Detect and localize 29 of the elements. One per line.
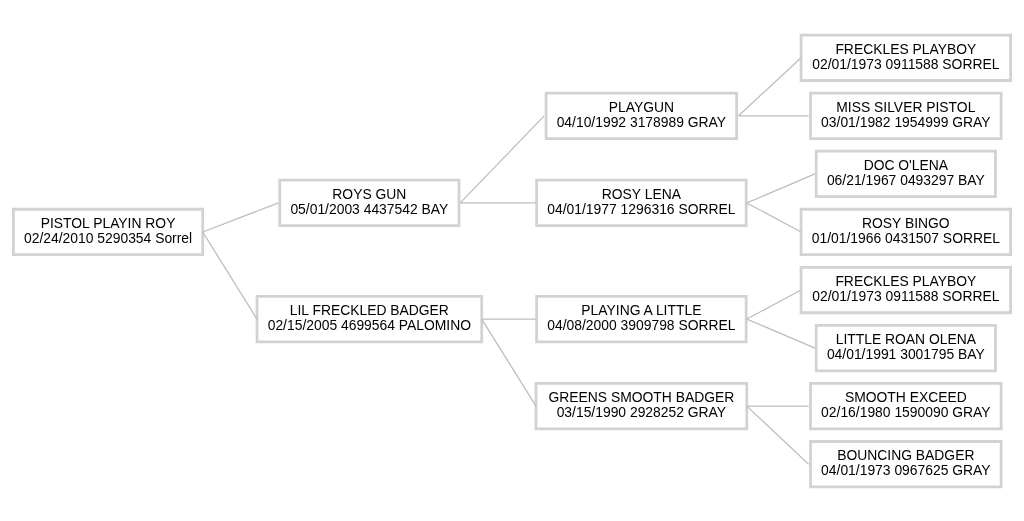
connector [737, 56, 802, 116]
node-box: MISS SILVER PISTOL 03/01/1982 1954999 GRAY [809, 91, 1003, 140]
node-box: BOUNCING BADGER 04/01/1973 0967625 GRAY [809, 439, 1003, 488]
node-box: GREENS SMOOTH BADGER 03/15/1990 2928252 GRAY [534, 381, 749, 430]
node-box: LIL FRECKLED BADGER 02/15/2005 4699564 PALOMINO [255, 294, 484, 343]
node-box: DOC O'LENA 06/21/1967 0493297 BAY [814, 149, 997, 198]
node-box: ROSY BINGO 01/01/1966 0431507 SORREL [799, 207, 1012, 256]
connector [746, 405, 810, 407]
connector [746, 317, 816, 349]
node-box: ROYS GUN 05/01/2003 4437542 BAY [278, 178, 461, 227]
connector [202, 201, 280, 233]
connector [746, 405, 810, 465]
connector [746, 172, 816, 204]
node-box: FRECKLES PLAYBOY 02/01/1973 0911588 SORREL [799, 33, 1012, 82]
node-box: LITTLE ROAN OLENA 04/01/1991 3001795 BAY [814, 323, 997, 372]
node-box: FRECKLES PLAYBOY 02/01/1973 0911588 SORREL [799, 265, 1012, 314]
connector [459, 201, 537, 204]
connector [481, 317, 537, 407]
node-box: ROSY LENA 04/01/1977 1296316 SORREL [535, 178, 748, 227]
connector [737, 114, 810, 116]
connector [481, 317, 537, 320]
connector [459, 114, 545, 204]
connector [202, 230, 258, 320]
node-box: PISTOL PLAYIN ROY 02/24/2010 5290354 Sorrel [12, 207, 205, 256]
connector [746, 201, 802, 233]
node-box: PLAYGUN 04/10/1992 3178989 GRAY [544, 91, 739, 140]
connector [746, 288, 802, 320]
node-box: PLAYING A LITTLE 04/08/2000 3909798 SORREL [535, 294, 748, 343]
node-box: SMOOTH EXCEED 02/16/1980 1590090 GRAY [809, 381, 1003, 430]
